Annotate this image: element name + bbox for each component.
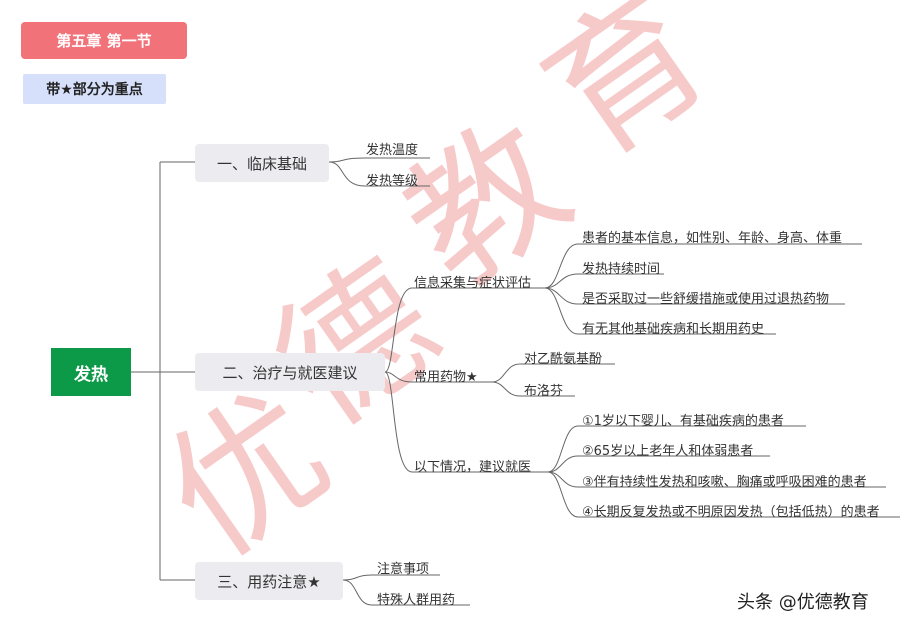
- chapter-tag: 第五章 第一节: [21, 22, 187, 59]
- leaf-fever-temperature: 发热温度: [366, 143, 419, 158]
- group-see-doctor: 以下情况，建议就医: [414, 460, 532, 475]
- leaf-elderly: ②65岁以上老年人和体弱患者: [582, 444, 754, 459]
- branch-medication-notes: 三、用药注意★: [195, 562, 343, 600]
- leaf-fever-duration: 发热持续时间: [582, 262, 661, 277]
- leaf-recurrent-fever: ④长期反复发热或不明原因发热（包括低热）的患者: [582, 505, 880, 520]
- branch-clinical-basis: 一、临床基础: [195, 144, 329, 182]
- key-note-tag: 带★部分为重点: [23, 74, 166, 104]
- leaf-patient-info: 患者的基本信息，如性别、年龄、身高、体重: [582, 231, 843, 246]
- group-info-collection: 信息采集与症状评估: [414, 276, 532, 291]
- group-common-drugs: 常用药物★: [414, 370, 478, 385]
- branch-treatment-advice: 二、治疗与就医建议: [195, 353, 385, 391]
- leaf-fever-grade: 发热等级: [366, 174, 419, 189]
- leaf-persistent-fever: ③伴有持续性发热和咳嗽、胸痛或呼吸困难的患者: [582, 475, 867, 490]
- footer-credit: 头条 @优德教育: [737, 592, 869, 613]
- root-node: 发热: [51, 348, 131, 396]
- leaf-infant: ①1岁以下婴儿、有基础疾病的患者: [582, 414, 784, 429]
- leaf-history: 有无其他基础疾病和长期用药史: [582, 322, 765, 337]
- leaf-paracetamol: 对乙酰氨基酚: [524, 352, 603, 367]
- leaf-relief-measures: 是否采取过一些舒缓措施或使用过退热药物: [582, 292, 830, 307]
- leaf-ibuprofen: 布洛芬: [524, 384, 564, 399]
- leaf-precautions: 注意事项: [377, 562, 430, 577]
- leaf-special-groups: 特殊人群用药: [377, 593, 456, 608]
